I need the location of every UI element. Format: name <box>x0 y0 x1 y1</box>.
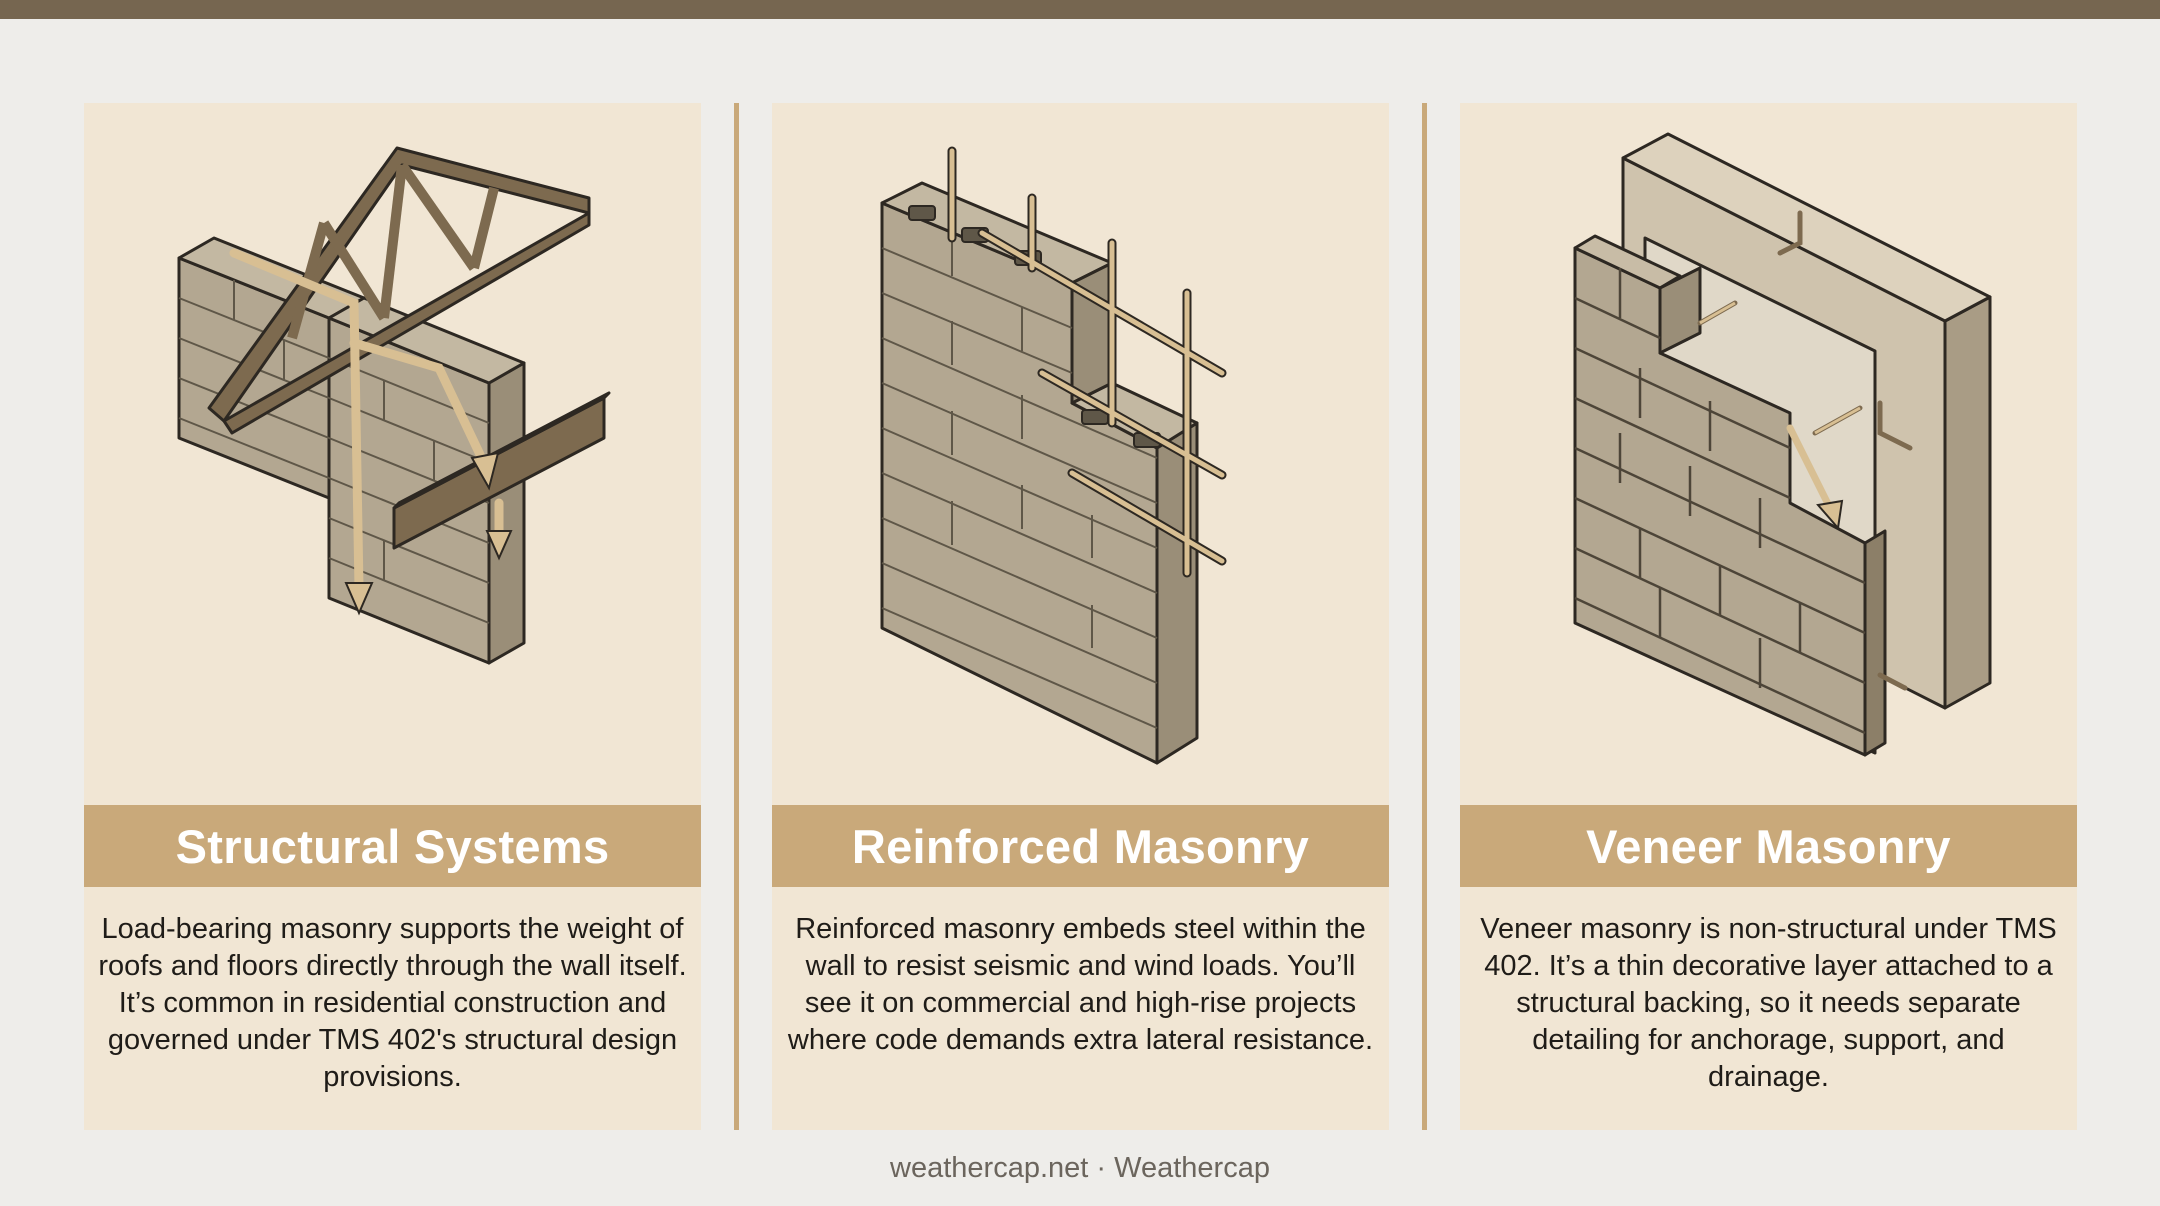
reinforced-masonry-title: Reinforced Masonry <box>772 805 1389 887</box>
veneer-masonry-description: Veneer masonry is non-structural under T… <box>1480 913 2057 1093</box>
divider-right <box>1422 103 1427 1130</box>
reinforced-masonry-illustration <box>772 103 1389 805</box>
reinforced-masonry-description: Reinforced masonry embeds steel within t… <box>787 913 1374 1056</box>
reinforced-masonry-card: Reinforced Masonry Reinforced masonry em… <box>772 103 1389 1130</box>
veneer-masonry-card: Veneer Masonry Veneer masonry is non-str… <box>1460 103 2077 1130</box>
divider-left <box>734 103 739 1130</box>
structural-systems-description: Load-bearing masonry supports the weight… <box>98 913 687 1093</box>
structural-systems-title: Structural Systems <box>84 805 701 887</box>
top-bar <box>0 0 2160 19</box>
structural-systems-card: Structural Systems Load-bearing masonry … <box>84 103 701 1130</box>
veneer-masonry-title: Veneer Masonry <box>1460 805 2077 887</box>
footer-credit: weathercap.net · Weathercap <box>890 1152 1270 1184</box>
veneer-masonry-illustration <box>1460 103 2077 805</box>
structural-systems-illustration <box>84 103 701 805</box>
